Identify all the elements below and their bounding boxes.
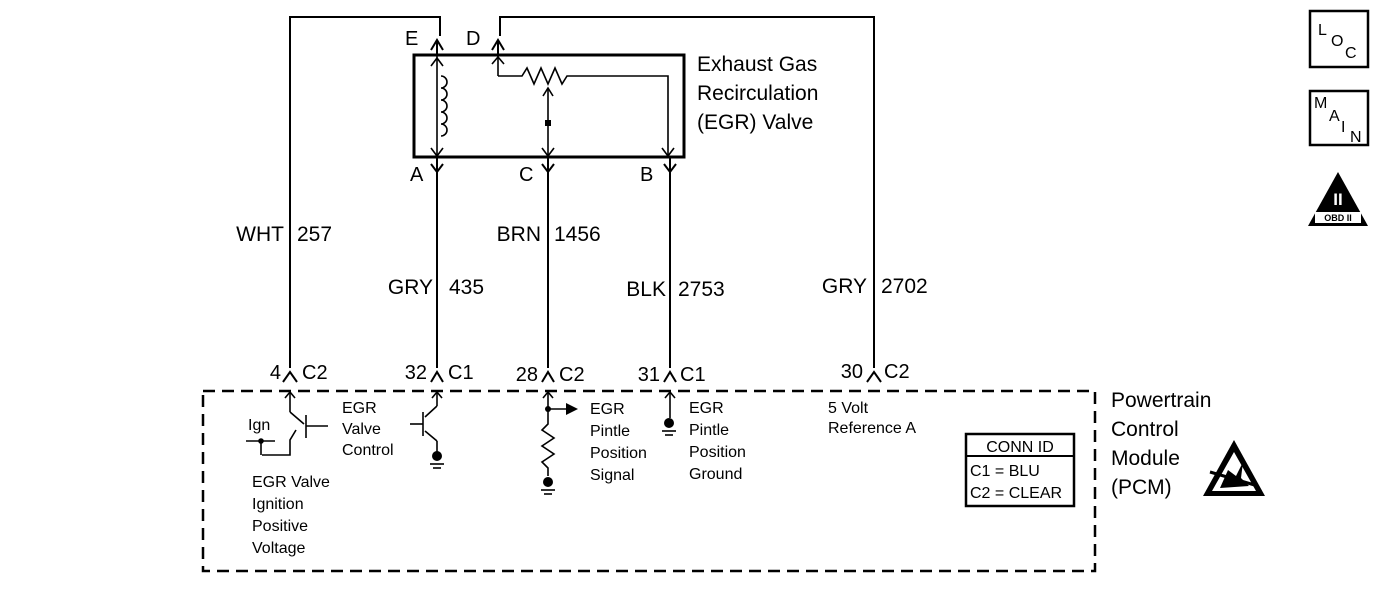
- svg-text:II: II: [1333, 190, 1342, 209]
- wire-color-gry-2702: GRY: [822, 275, 867, 298]
- svg-text:OBD II: OBD II: [1324, 213, 1352, 223]
- conn-id-row-1: C1 = BLU: [970, 463, 1040, 480]
- valve-pin-b: B: [640, 164, 653, 186]
- pcm-internal-circuits: [246, 390, 676, 495]
- valve-title-line-2: Recirculation: [697, 82, 818, 105]
- pcm-title-line-2: Control: [1111, 418, 1179, 441]
- main-icon[interactable]: M A I N: [1308, 89, 1370, 147]
- pcm-pin-4-connector: C2: [302, 362, 328, 384]
- esd-warning-icon: [1203, 440, 1265, 496]
- pcm-title-line-3: Module: [1111, 447, 1180, 470]
- pcm-box: [201, 389, 1097, 573]
- loc-icon[interactable]: L O C: [1308, 9, 1370, 69]
- wire-color-brn: BRN: [497, 223, 541, 246]
- ignition-label-line-3: Positive: [252, 518, 308, 535]
- ignition-label-line-2: Ignition: [252, 496, 304, 513]
- ground-label-line-3: Position: [689, 444, 746, 461]
- valve-pin-e: E: [405, 28, 418, 50]
- pcm-pin-30-symbol: [866, 370, 882, 383]
- pcm-pin-28-symbol: [541, 370, 555, 383]
- potentiometer-icon: [498, 66, 669, 156]
- signal-input-arrow-icon: [566, 403, 578, 415]
- pcm-pin-4-number: 4: [270, 362, 281, 384]
- wire-circuit-257: 257: [297, 223, 332, 246]
- pcm-connectors: [282, 370, 882, 383]
- conn-id-row-2: C2 = CLEAR: [970, 485, 1062, 502]
- pcm-pin-28-connector: C2: [559, 364, 585, 386]
- pulldown-resistor-icon: [540, 418, 556, 476]
- egr-valve-box: [412, 53, 686, 159]
- wire-color-blk: BLK: [626, 278, 666, 301]
- control-ground-icon: [432, 451, 442, 461]
- wire-circuit-435: 435: [449, 276, 484, 299]
- pcm-title-line-1: Powertrain: [1111, 389, 1211, 412]
- pcm-pin-32-connector: C1: [448, 362, 474, 384]
- pcm-title-line-4: (PCM): [1111, 476, 1172, 499]
- wire-color-wht: WHT: [236, 223, 284, 246]
- wire-circuit-1456: 1456: [554, 223, 601, 246]
- reference-label-line-1: 5 Volt: [828, 400, 869, 417]
- pcm-pin-4-symbol: [282, 370, 298, 383]
- wire-gry-2702: [499, 16, 875, 368]
- valve-pin-a: A: [410, 164, 424, 186]
- pcm-pin-28-number: 28: [516, 364, 538, 386]
- pcm-pin-31-number: 31: [638, 364, 660, 386]
- wire-circuit-2702: 2702: [881, 275, 928, 298]
- egr-valve-internals: [430, 55, 675, 158]
- control-label-line-2: Valve: [342, 421, 381, 438]
- svg-text:M: M: [1314, 95, 1327, 112]
- svg-text:L: L: [1318, 22, 1327, 39]
- wire-color-gry-435: GRY: [388, 276, 433, 299]
- valve-top-connectors: [430, 38, 505, 56]
- pcm-pin-31-symbol: [663, 370, 677, 383]
- wire-lines: [289, 16, 875, 368]
- pcm-pin-32-symbol: [430, 370, 444, 383]
- ignition-label-line-4: Voltage: [252, 540, 305, 557]
- obd-ii-icon[interactable]: II OBD II: [1308, 172, 1368, 226]
- ground-label-line-4: Ground: [689, 466, 742, 483]
- svg-text:A: A: [1329, 108, 1340, 125]
- signal-label-line-4: Signal: [590, 467, 634, 484]
- signal-label-line-3: Position: [590, 445, 647, 462]
- signal-ground-icon: [543, 477, 553, 487]
- svg-text:C: C: [1345, 45, 1357, 62]
- wiper-junction-dot: [545, 120, 551, 126]
- sensor-ground-icon: [664, 418, 674, 428]
- valve-bottom-connectors: [430, 158, 677, 174]
- valve-pin-c: C: [519, 164, 533, 186]
- ground-label-line-2: Pintle: [689, 422, 729, 439]
- ign-label: Ign: [248, 417, 270, 434]
- control-label-line-3: Control: [342, 442, 394, 459]
- pcm-pin-30-number: 30: [841, 361, 863, 383]
- wire-circuit-2753: 2753: [678, 278, 725, 301]
- signal-label-line-1: EGR: [590, 401, 625, 418]
- svg-text:O: O: [1331, 33, 1343, 50]
- pcm-pin-30-connector: C2: [884, 361, 910, 383]
- conn-id-title: CONN ID: [986, 439, 1054, 456]
- signal-label-line-2: Pintle: [590, 423, 630, 440]
- wire-wht-257: [289, 16, 441, 368]
- solenoid-coil-icon: [440, 75, 448, 137]
- valve-pin-d: D: [466, 28, 480, 50]
- svg-text:I: I: [1341, 119, 1345, 136]
- control-label-line-1: EGR: [342, 400, 377, 417]
- pcm-pin-31-connector: C1: [680, 364, 706, 386]
- ground-label-line-1: EGR: [689, 400, 724, 417]
- pcm-pin-32-number: 32: [405, 362, 427, 384]
- ignition-label-line-1: EGR Valve: [252, 474, 330, 491]
- svg-text:N: N: [1350, 129, 1362, 146]
- reference-label-line-2: Reference A: [828, 420, 916, 437]
- valve-title-line-3: (EGR) Valve: [697, 111, 813, 134]
- valve-title-line-1: Exhaust Gas: [697, 53, 817, 76]
- conn-id-box: CONN ID C1 = BLU C2 = CLEAR: [964, 432, 1076, 508]
